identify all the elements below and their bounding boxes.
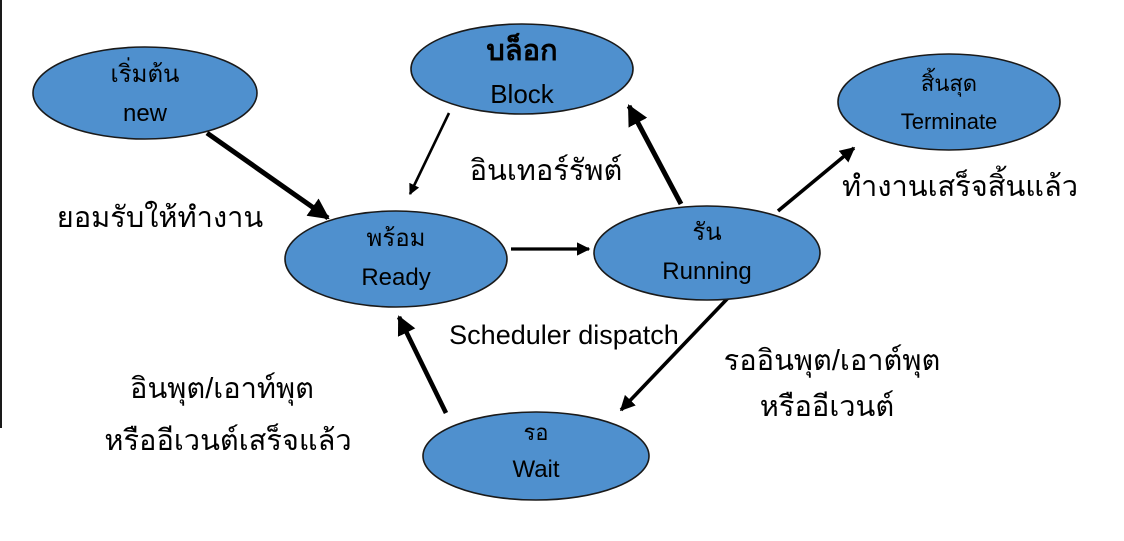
running-ellipse [593, 205, 821, 301]
edge-label-scheduler-dispatch: Scheduler dispatch [449, 320, 679, 350]
arrow-running-to-terminate [776, 146, 856, 213]
edge-label-wait-for-io-line2: หรืออีเวนต์ [760, 390, 894, 423]
state-node-new: เริ่มต้น new [32, 46, 258, 140]
wait-label-english: Wait [512, 456, 559, 483]
edge-label-admit: ยอมรับให้ทำงาน [57, 200, 264, 234]
edge-label-interrupt: อินเทอร์รัพต์ [470, 154, 623, 187]
ready-label-english: Ready [361, 264, 430, 291]
edge-label-work-finished: ทำงานเสร็จสิ้นแล้ว [842, 165, 1078, 203]
block-label-english: Block [490, 79, 555, 109]
running-label-thai: รัน [692, 219, 721, 246]
edge-label-io-complete-line1: อินพุต/เอาท์พุต [130, 372, 314, 406]
arrow-new-to-ready [205, 130, 330, 221]
new-label-thai: เริ่มต้น [111, 57, 180, 88]
edge-label-wait-for-io-line1: รออินพุต/เอาต์พุต [724, 344, 941, 378]
edge-label-io-complete-line2: หรืออีเวนต์เสร็จแล้ว [104, 422, 351, 457]
new-label-english: new [123, 100, 168, 127]
block-ellipse [410, 23, 634, 115]
left-edge-line [0, 0, 2, 428]
running-label-english: Running [662, 258, 751, 285]
wait-label-thai: รอ [523, 420, 548, 445]
new-ellipse [32, 46, 258, 140]
terminate-ellipse [837, 53, 1061, 151]
terminate-label-english: Terminate [901, 109, 998, 134]
arrow-running-to-block [626, 104, 684, 206]
state-node-terminate: สิ้นสุด Terminate [837, 53, 1061, 151]
ready-label-thai: พร้อม [367, 225, 426, 252]
block-label-thai: บล็อก [486, 32, 557, 67]
terminate-label-thai: สิ้นสุด [921, 68, 977, 97]
state-node-running: รัน Running [593, 205, 821, 301]
arrow-running-to-wait [619, 296, 730, 412]
state-node-wait: รอ Wait [422, 411, 650, 501]
state-node-block: บล็อก Block [410, 23, 634, 115]
state-node-ready: พร้อม Ready [284, 210, 508, 308]
arrow-block-to-ready [408, 112, 451, 195]
arrow-wait-to-ready [396, 315, 449, 415]
wait-ellipse [422, 411, 650, 501]
ready-ellipse [284, 210, 508, 308]
